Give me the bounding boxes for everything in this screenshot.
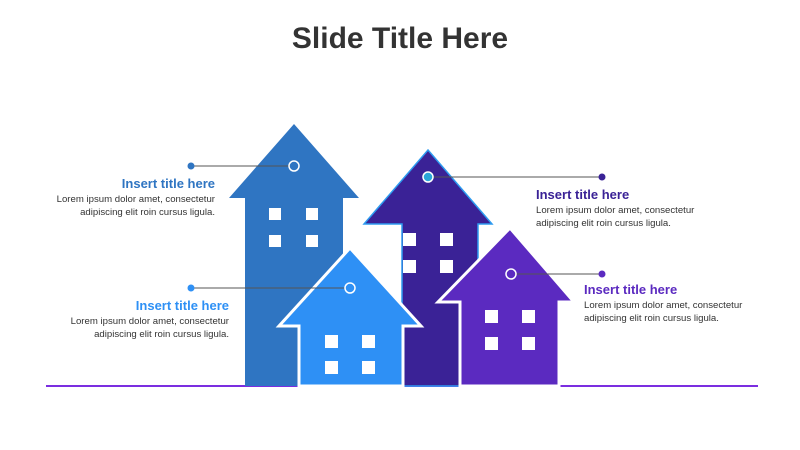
callout-bottom-left: Insert title here Lorem ipsum dolor amet… <box>29 298 229 341</box>
connector-3 <box>422 171 606 183</box>
callout-body-line: Lorem ipsum dolor amet, consectetur <box>70 316 229 327</box>
house-small-lightblue <box>275 245 425 388</box>
connector-1 <box>187 160 300 172</box>
callout-bottom-right: Insert title here Lorem ipsum dolor amet… <box>584 282 784 325</box>
callout-title: Insert title here <box>536 187 630 202</box>
callout-top-left: Insert title here Lorem ipsum dolor amet… <box>15 176 215 219</box>
callout-body-line: Lorem ipsum dolor amet, consectetur <box>584 300 743 311</box>
callout-body-line: adipiscing elit roin cursus ligula. <box>584 312 719 324</box>
callout-body: Lorem ipsum dolor amet, consectetur adip… <box>536 205 736 230</box>
callout-body: Lorem ipsum dolor amet, consectetur adip… <box>584 300 784 325</box>
slide-title: Slide Title Here <box>291 22 509 55</box>
connector-2 <box>187 282 356 294</box>
callout-body-line: Lorem ipsum dolor amet, consectetur <box>56 194 215 205</box>
callout-title: Insert title here <box>135 298 229 313</box>
callout-body-line: adipiscing elit roin cursus ligula. <box>80 206 215 218</box>
callout-body-line: Lorem ipsum dolor amet, consectetur <box>536 205 695 216</box>
callout-title: Insert title here <box>584 282 678 297</box>
callout-title: Insert title here <box>121 176 215 191</box>
callout-body-line: adipiscing elit roin cursus ligula. <box>94 328 229 340</box>
connector-4 <box>505 268 606 280</box>
house-small-purple <box>434 225 578 388</box>
callout-body-line: adipiscing elit roin cursus ligula. <box>536 217 671 229</box>
callout-body: Lorem ipsum dolor amet, consectetur adip… <box>29 316 229 341</box>
callout-body: Lorem ipsum dolor amet, consectetur adip… <box>15 194 215 219</box>
callout-top-right: Insert title here Lorem ipsum dolor amet… <box>536 187 736 230</box>
